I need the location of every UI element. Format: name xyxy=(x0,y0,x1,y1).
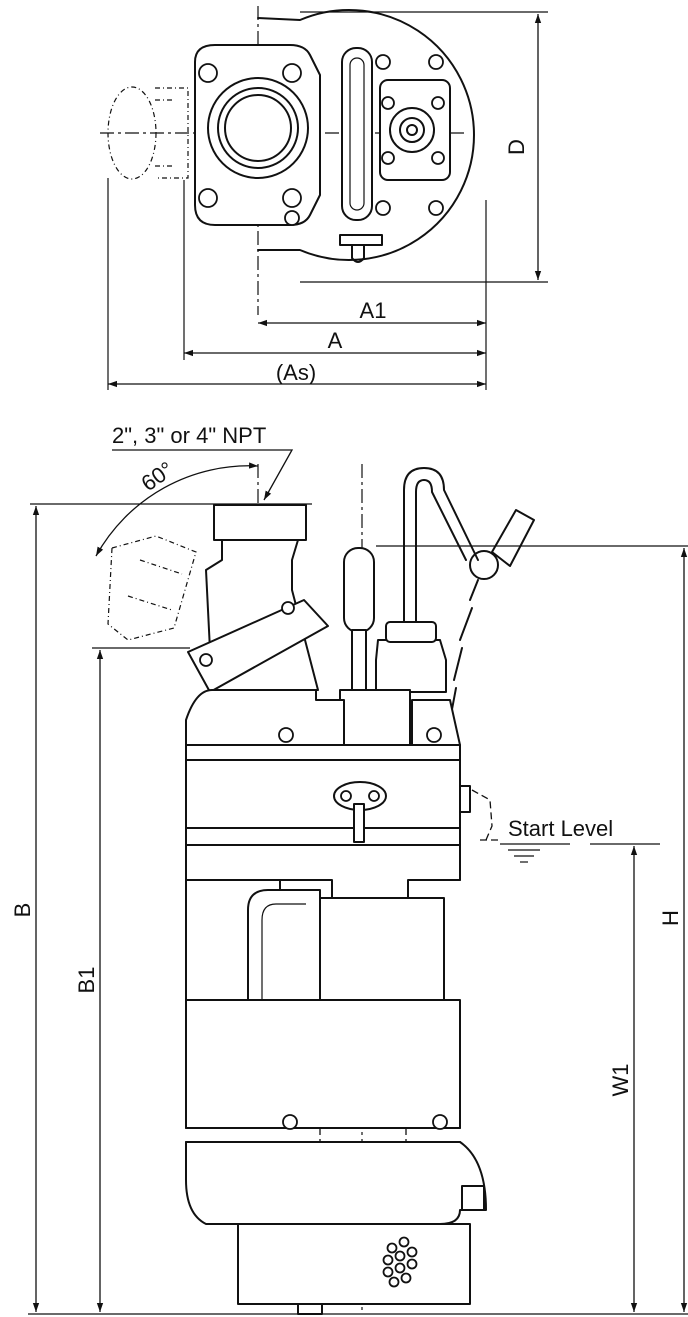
outlet-size-label: 2", 3" or 4" NPT xyxy=(112,423,266,448)
dimension-label-h: H xyxy=(658,910,683,926)
flange-bolt xyxy=(198,188,218,208)
motor-top-cap xyxy=(385,621,437,643)
base-foot xyxy=(297,1303,323,1315)
angle-arc xyxy=(95,462,259,557)
junction-bolt xyxy=(381,151,395,165)
top-view: D A1 A (As) xyxy=(100,6,548,390)
dimension-label-w1: W1 xyxy=(608,1064,633,1097)
chain xyxy=(449,579,479,721)
angle-label: 60° xyxy=(137,457,179,497)
motor-top-block xyxy=(339,689,411,747)
dimension-label-b: B xyxy=(10,903,35,918)
dimension-label-as: (As) xyxy=(276,360,316,385)
junction-bolt xyxy=(431,96,445,110)
dimension-label-b1: B1 xyxy=(74,967,99,994)
dimension-label-a: A xyxy=(328,328,343,353)
flange-bolt xyxy=(282,188,302,208)
motor-bolt xyxy=(375,200,391,216)
dimension-label-a1: A1 xyxy=(360,298,387,323)
elbow-bolt xyxy=(281,601,295,615)
motor-bolt xyxy=(278,727,294,743)
top-view-discharge-outer-ring xyxy=(207,77,309,179)
dimension-label-d: D xyxy=(504,139,529,155)
top-view-discharge-middle-ring xyxy=(217,87,299,169)
top-view-handle xyxy=(341,47,373,221)
pump-casing xyxy=(185,999,461,1129)
cable-entry-ring xyxy=(389,107,435,153)
discharge-nozzle-cap xyxy=(213,504,307,541)
lifting-bail xyxy=(403,467,479,626)
tilted-outlet-phantom xyxy=(107,535,197,641)
strainer-stand xyxy=(237,1223,471,1305)
side-view: 2", 3" or 4" NPT 60° xyxy=(10,423,688,1315)
strainer-holes xyxy=(382,1236,418,1288)
flange-bolt xyxy=(198,63,218,83)
motor-bolt xyxy=(428,54,444,70)
top-view-bottom-tab xyxy=(339,234,383,246)
optional-outlet-phantom xyxy=(107,86,189,180)
motor-shoulder xyxy=(185,689,345,746)
start-level-label: Start Level xyxy=(508,816,613,841)
motor-bolt xyxy=(375,54,391,70)
elbow-bolt xyxy=(199,653,213,667)
top-view-discharge-inner-ring xyxy=(224,94,292,162)
junction-housing xyxy=(375,639,447,693)
elbow-flange xyxy=(187,599,329,693)
casing-bolt xyxy=(432,1114,448,1130)
junction-bolt xyxy=(431,151,445,165)
outlet-leader xyxy=(112,449,294,501)
volute xyxy=(247,889,321,1001)
shackle-ring xyxy=(469,550,499,580)
flange-bolt xyxy=(282,63,302,83)
cable-sleeve xyxy=(491,509,535,567)
motor-bolt xyxy=(426,727,442,743)
flange-bolt xyxy=(284,210,300,226)
float-switch xyxy=(459,785,498,841)
pump-handle xyxy=(343,547,375,633)
casing-bolt xyxy=(282,1114,298,1130)
junction-bolt xyxy=(381,96,395,110)
top-view-motor-outline xyxy=(257,9,475,261)
pump-bottom xyxy=(185,1141,487,1225)
motor-bolt xyxy=(428,200,444,216)
